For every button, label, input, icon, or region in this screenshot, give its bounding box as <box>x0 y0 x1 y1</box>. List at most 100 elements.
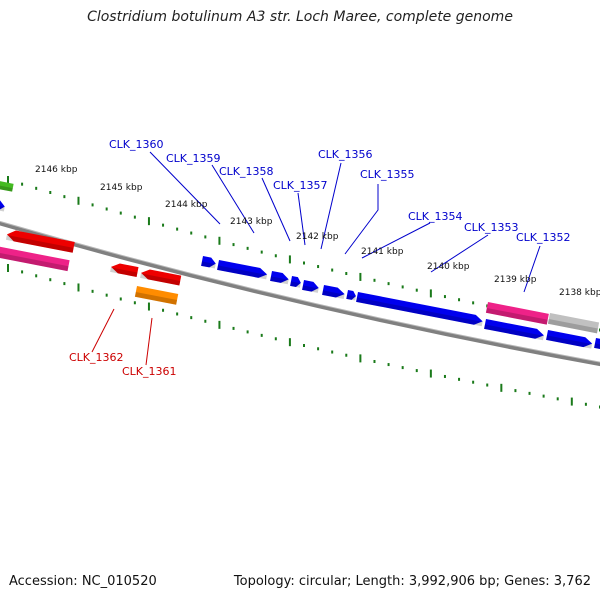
scale-label: 2144 kbp <box>165 200 208 210</box>
minor-tick <box>105 207 108 211</box>
leader-line <box>261 177 291 242</box>
gene-label: CLK_1355 <box>360 168 415 181</box>
minor-tick <box>21 182 24 186</box>
minor-tick <box>35 274 38 278</box>
minor-tick <box>345 272 348 276</box>
minor-tick <box>119 211 122 215</box>
leader-line <box>149 151 221 225</box>
gene-CLK_1356 <box>302 280 319 293</box>
label-leader-lines <box>91 151 541 366</box>
minor-tick <box>91 203 94 207</box>
accession-text: Accession: NC_010520 <box>9 574 157 589</box>
major-tick <box>218 236 221 245</box>
gene-segment-pink-left <box>0 246 70 272</box>
major-tick <box>147 302 150 311</box>
gene-CLK_1353 <box>484 319 544 341</box>
gene-reverse-mid <box>140 269 182 286</box>
minor-tick <box>458 298 461 302</box>
major-tick <box>570 397 573 406</box>
minor-tick <box>317 347 320 351</box>
scale-label: 2146 kbp <box>35 165 78 175</box>
gene-labels: CLK_1360CLK_1359CLK_1358CLK_1357CLK_1356… <box>69 138 571 378</box>
scale-label: 2142 kbp <box>296 232 339 242</box>
gene-CLK_1357 <box>290 276 301 288</box>
minor-tick <box>556 397 559 401</box>
minor-tick <box>274 254 277 258</box>
minor-tick <box>176 312 179 316</box>
minor-tick <box>63 195 66 199</box>
major-tick <box>147 217 150 226</box>
leader-line <box>523 245 541 293</box>
scale-labels: 2146 kbp 2145 kbp 2144 kbp 2143 kbp 2142 kbp… <box>35 165 600 298</box>
minor-tick <box>204 319 207 323</box>
major-tick <box>77 196 80 205</box>
minor-tick <box>415 369 418 373</box>
minor-tick <box>274 337 277 341</box>
major-tick <box>429 369 432 378</box>
minor-tick <box>303 261 305 265</box>
scale-label: 2141 kbp <box>361 247 404 257</box>
major-tick <box>218 320 221 329</box>
gene-segment-blue-edge <box>0 199 5 212</box>
leader-line <box>297 192 306 246</box>
scale-label: 2138 kbp <box>559 288 600 298</box>
scale-label: 2145 kbp <box>100 183 143 193</box>
leader-line <box>211 164 255 234</box>
gene-CLK_1355 <box>322 285 345 300</box>
major-tick <box>7 264 9 272</box>
minor-tick <box>246 246 249 250</box>
leader-line <box>145 317 153 366</box>
topology-summary: Topology: circular; Length: 3,992,906 bp… <box>233 574 591 589</box>
major-tick <box>288 255 291 264</box>
genome-backbone-highlight <box>0 220 600 363</box>
gene-CLK_1352-grey <box>547 313 600 334</box>
minor-tick <box>260 250 263 254</box>
major-tick <box>288 338 291 347</box>
major-tick <box>359 272 362 281</box>
minor-tick <box>472 380 475 384</box>
scale-label: 2143 kbp <box>230 217 273 227</box>
gene-edge-right <box>594 338 600 350</box>
gene-label: CLK_1362 <box>69 351 124 364</box>
minor-tick <box>317 265 320 269</box>
gene-label: CLK_1353 <box>464 221 519 234</box>
gene-label: CLK_1358 <box>219 165 274 178</box>
gene-track <box>0 180 600 350</box>
minor-tick <box>387 282 390 286</box>
inner-tick-ring <box>7 264 600 409</box>
gene-label: CLK_1361 <box>122 365 177 378</box>
gene-CLK_1358 <box>270 271 289 285</box>
minor-tick <box>458 377 461 381</box>
minor-tick <box>584 402 587 406</box>
gene-label: CLK_1359 <box>166 152 221 165</box>
scale-label: 2140 kbp <box>427 262 470 272</box>
major-tick <box>77 283 80 292</box>
minor-tick <box>331 268 334 272</box>
minor-tick <box>514 389 517 393</box>
minor-tick <box>162 223 165 227</box>
gene-CLK_1354 <box>356 292 483 327</box>
major-tick <box>500 383 503 392</box>
minor-tick <box>528 391 531 395</box>
gene-CLK_1359 <box>217 260 268 280</box>
gene-label: CLK_1356 <box>318 148 373 161</box>
minor-tick <box>119 297 122 301</box>
minor-tick <box>443 374 446 378</box>
major-tick <box>429 289 432 298</box>
minor-tick <box>63 282 66 286</box>
map-title: Clostridium botulinum A3 str. Loch Maree… <box>87 9 513 25</box>
minor-tick <box>190 316 193 320</box>
major-tick <box>359 354 362 363</box>
minor-tick <box>133 301 136 305</box>
gene-label: CLK_1352 <box>516 231 571 244</box>
minor-tick <box>190 231 193 235</box>
leader-line <box>344 184 379 255</box>
minor-tick <box>91 289 94 293</box>
leader-line <box>91 308 115 353</box>
minor-tick <box>49 278 52 282</box>
minor-tick <box>260 333 263 337</box>
minor-tick <box>345 353 348 357</box>
minor-tick <box>204 235 207 239</box>
minor-tick <box>133 215 136 219</box>
